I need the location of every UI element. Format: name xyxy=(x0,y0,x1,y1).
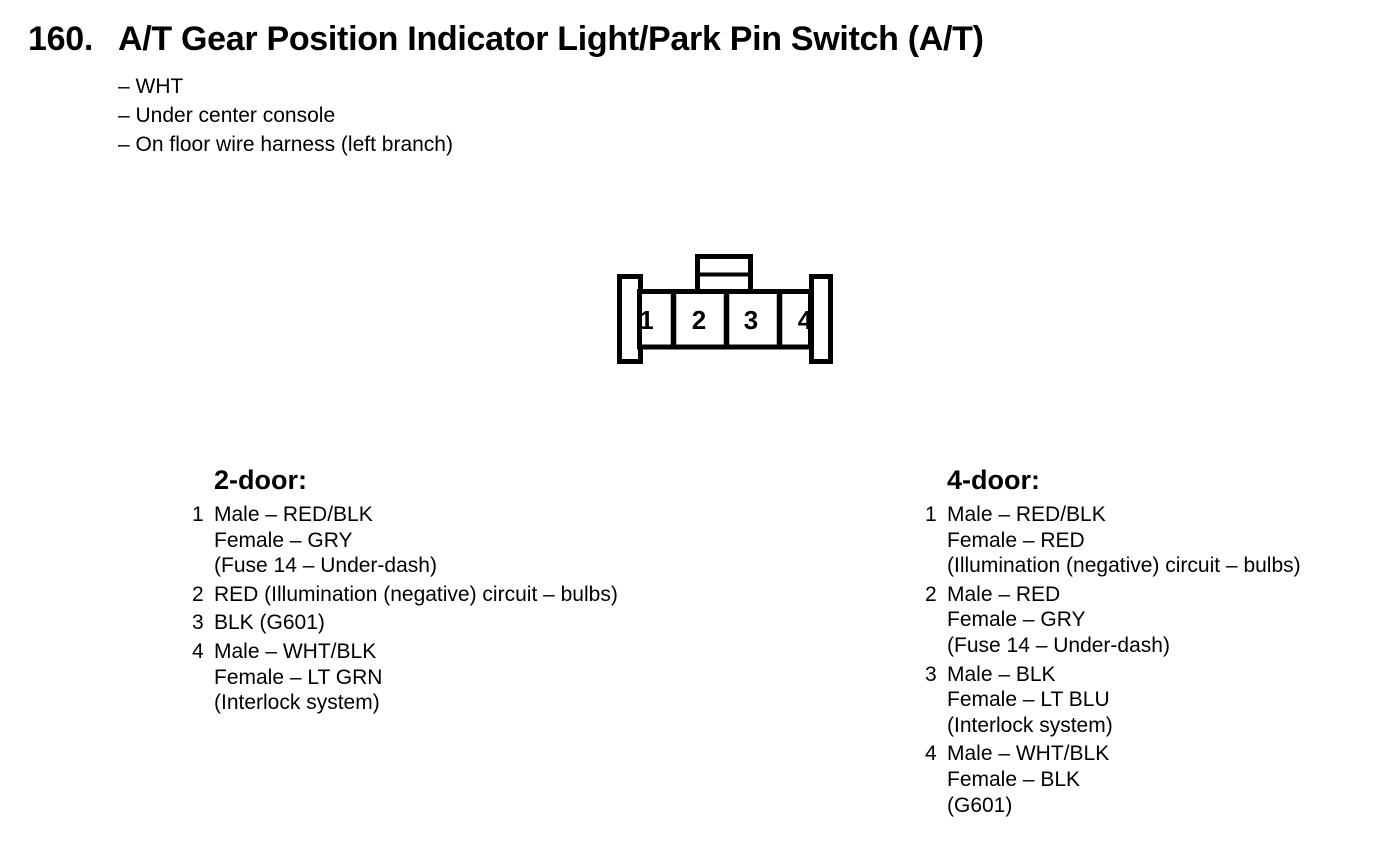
pin-line: (Illumination (negative) circuit – bulbs… xyxy=(947,554,1301,578)
pin-entry-number: 3 xyxy=(192,611,204,635)
pin-line: Male – RED/BLK xyxy=(214,503,373,526)
pin-line: (Fuse 14 – Under-dash) xyxy=(214,554,437,578)
pin-entry-lines: Male – RED Female – GRY (Fuse 14 – Under… xyxy=(947,582,1170,659)
connector-diagram: 1 2 3 4 xyxy=(617,254,833,364)
pin-entry-4: 4 Male – WHT/BLK Female – BLK (G601) xyxy=(921,741,1376,818)
pin-line: Female – BLK xyxy=(947,767,1081,791)
pin-line: Female – LT GRN xyxy=(214,665,383,689)
column-heading-4door: 4-door: xyxy=(947,465,1040,495)
note-wire-color: – WHT xyxy=(118,75,184,98)
pin-number-3: 3 xyxy=(744,305,758,335)
pin-entry-3: 3 BLK (G601) xyxy=(188,610,748,636)
pin-entry-2: 2 Male – RED Female – GRY (Fuse 14 – Und… xyxy=(921,582,1376,659)
pin-line: Female – LT BLU xyxy=(947,688,1110,712)
pin-entry-1: 1 Male – RED/BLK Female – GRY (Fuse 14 –… xyxy=(188,502,748,579)
pin-entry-lines: Male – RED/BLK Female – RED (Illuminatio… xyxy=(947,502,1301,579)
pin-line: Female – RED xyxy=(947,528,1085,552)
pin-entry-lines: BLK (G601) xyxy=(214,610,325,636)
pin-entry-number: 1 xyxy=(925,503,937,526)
pin-entry-number: 1 xyxy=(192,503,204,526)
pin-entry-number: 2 xyxy=(925,582,937,606)
pin-entry-number: 2 xyxy=(192,582,204,606)
pin-number-4: 4 xyxy=(798,305,813,335)
connector-notes: – WHT – Under center console – On floor … xyxy=(118,72,453,159)
pin-entry-4: 4 Male – WHT/BLK Female – LT GRN (Interl… xyxy=(188,639,748,716)
pin-entry-number: 4 xyxy=(192,639,204,663)
pin-line: Male – BLK xyxy=(947,662,1056,686)
pin-line: Female – GRY xyxy=(214,528,353,552)
pin-entry-lines: Male – WHT/BLK Female – LT GRN (Interloc… xyxy=(214,639,382,716)
pin-number-1: 1 xyxy=(639,305,653,335)
pin-line: BLK (G601) xyxy=(214,611,325,635)
pinout-list-2door: 1 Male – RED/BLK Female – GRY (Fuse 14 –… xyxy=(188,502,748,716)
pin-entry-2: 2 RED (Illumination (negative) circuit –… xyxy=(188,582,748,608)
column-heading-2door: 2-door: xyxy=(214,465,307,495)
pin-line: Female – GRY xyxy=(947,608,1086,632)
pin-line: Male – WHT/BLK xyxy=(214,639,377,663)
pin-line: (Interlock system) xyxy=(947,713,1113,737)
section-header: 160. A/T Gear Position Indicator Light/P… xyxy=(28,22,984,56)
note-location: – Under center console xyxy=(118,104,336,127)
pinout-list-4door: 1 Male – RED/BLK Female – RED (Illuminat… xyxy=(921,502,1376,818)
pin-line: (G601) xyxy=(947,793,1013,817)
pin-line: RED (Illumination (negative) circuit – b… xyxy=(214,582,618,606)
pin-entry-lines: Male – BLK Female – LT BLU (Interlock sy… xyxy=(947,662,1113,739)
pin-line: (Fuse 14 – Under-dash) xyxy=(947,633,1170,657)
section-number: 160. xyxy=(28,20,93,58)
pin-line: (Interlock system) xyxy=(214,691,380,715)
note-harness: – On floor wire harness (left branch) xyxy=(118,133,453,156)
pinout-2door: 2-door: 1 Male – RED/BLK Female – GRY (F… xyxy=(188,464,748,719)
pin-line: Male – WHT/BLK xyxy=(947,742,1110,766)
page-title: A/T Gear Position Indicator Light/Park P… xyxy=(117,20,984,58)
pin-entry-lines: Male – WHT/BLK Female – BLK (G601) xyxy=(947,741,1109,818)
connector-right-ear xyxy=(809,274,833,364)
pin-entry-3: 3 Male – BLK Female – LT BLU (Interlock … xyxy=(921,662,1376,739)
pin-line: Male – RED xyxy=(947,582,1061,606)
pin-entry-number: 3 xyxy=(925,662,937,686)
pinout-4door: 4-door: 1 Male – RED/BLK Female – RED (I… xyxy=(921,464,1376,821)
pin-entry-1: 1 Male – RED/BLK Female – RED (Illuminat… xyxy=(921,502,1376,579)
pin-entry-lines: Male – RED/BLK Female – GRY (Fuse 14 – U… xyxy=(214,502,437,579)
pin-entry-lines: RED (Illumination (negative) circuit – b… xyxy=(214,582,618,608)
pin-number-2: 2 xyxy=(692,305,706,335)
pin-entry-number: 4 xyxy=(925,742,937,766)
pin-line: Male – RED/BLK xyxy=(947,503,1106,526)
